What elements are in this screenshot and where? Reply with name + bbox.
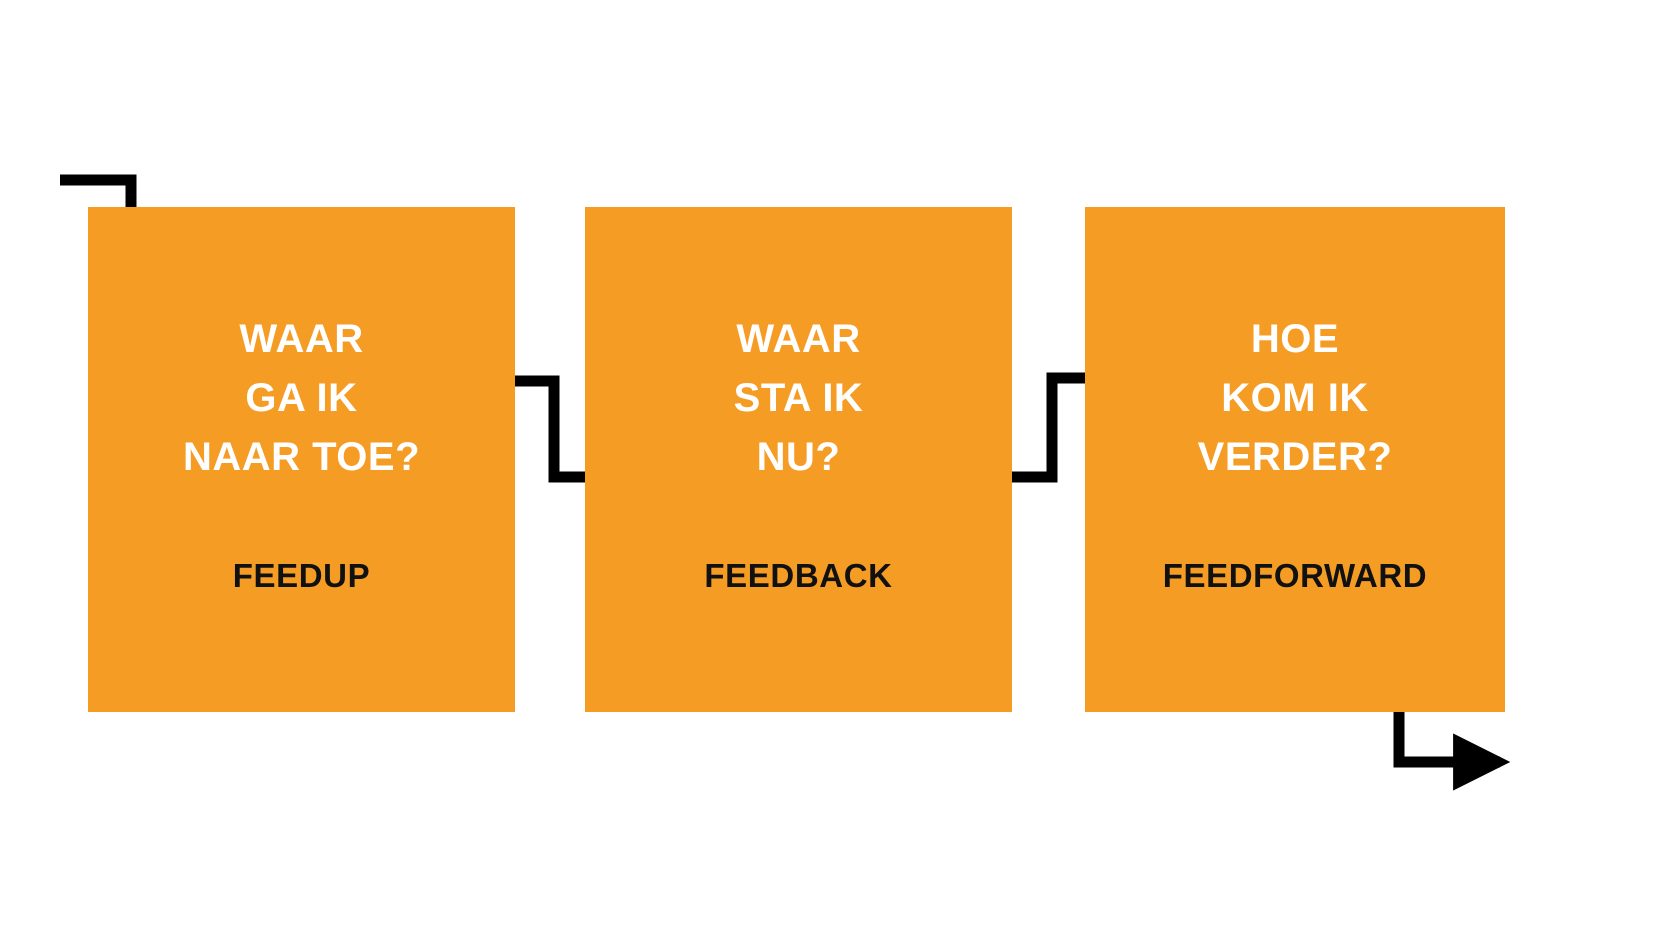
phase-label-feedback: FEEDBACK [704,557,893,594]
phase-question-feedforward: HOE KOM IK VERDER? [1197,317,1393,479]
phase-box-feedback[interactable]: WAAR STA IK NU? FEEDBACK [585,207,1012,712]
phase-label-feedforward: FEEDFORWARD [1162,557,1428,594]
phase-label-feedup: FEEDUP [232,557,371,594]
phase-question-feedup: WAAR GA IK NAAR TOE? [182,317,421,479]
phase-box-feedforward[interactable]: HOE KOM IK VERDER? FEEDFORWARD [1085,207,1505,712]
phase-question-feedback: WAAR STA IK NU? [733,317,864,479]
phase-box-feedup[interactable]: WAAR GA IK NAAR TOE? FEEDUP [88,207,515,712]
